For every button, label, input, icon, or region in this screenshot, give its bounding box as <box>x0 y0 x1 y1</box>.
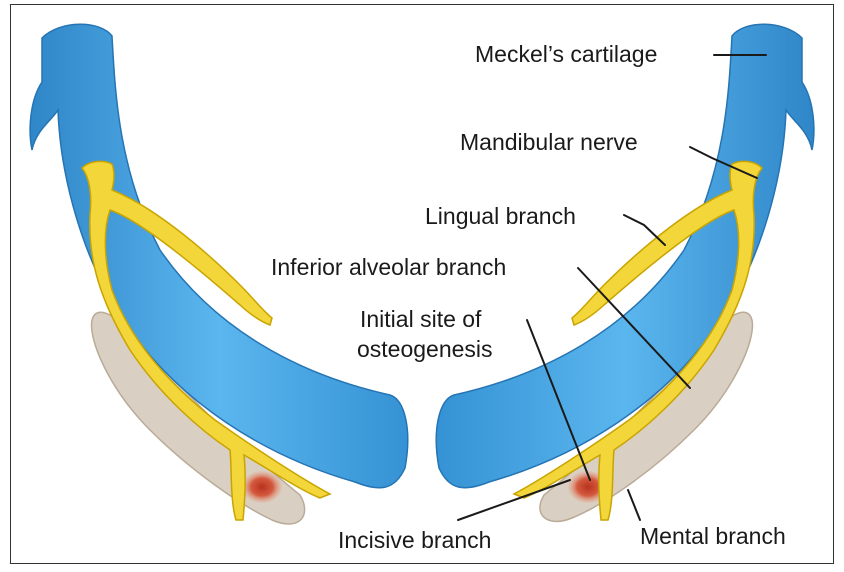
label-mental-branch: Mental branch <box>640 523 786 549</box>
label-initial-site-line1: Initial site of <box>360 306 482 332</box>
label-initial-site-line2: osteogenesis <box>357 336 493 362</box>
label-incisive-branch: Incisive branch <box>338 527 491 553</box>
label-meckels-cartilage: Meckel’s cartilage <box>475 41 657 67</box>
label-mandibular-nerve: Mandibular nerve <box>460 129 638 155</box>
mental-branch-leader <box>628 490 640 520</box>
lingual-branch-leader <box>624 215 665 245</box>
left-ossification-site <box>242 471 282 503</box>
label-lingual-branch: Lingual branch <box>425 203 576 229</box>
label-inferior-alveolar-branch: Inferior alveolar branch <box>271 254 506 280</box>
